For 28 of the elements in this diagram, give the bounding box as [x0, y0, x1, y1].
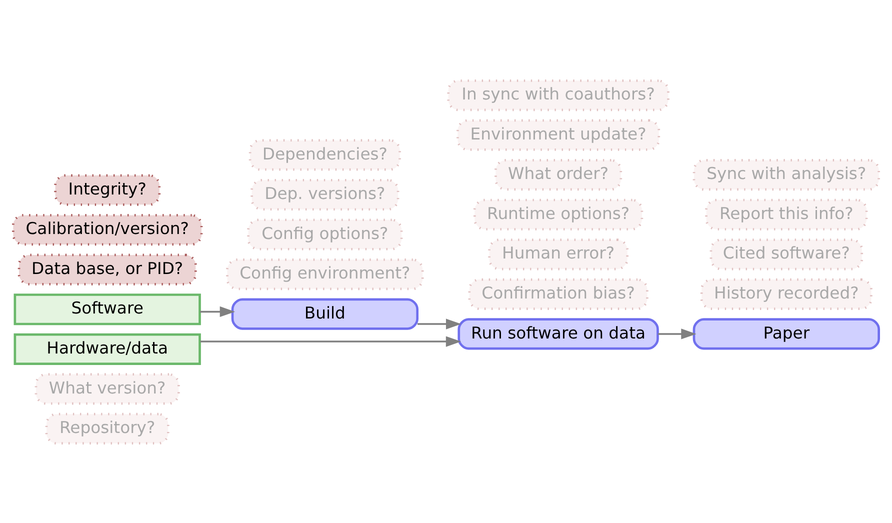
- node-box: Run software on data: [458, 318, 659, 350]
- node-box: What order?: [494, 158, 622, 190]
- node-box: Data base, or PID?: [18, 253, 197, 285]
- node-box: Confirmation bias?: [468, 278, 648, 310]
- node-box: Runtime options?: [474, 198, 644, 230]
- node-box: Environment update?: [456, 118, 660, 150]
- node-box: Paper: [692, 318, 880, 350]
- node-box: In sync with coauthors?: [447, 79, 670, 111]
- arrow: [200, 336, 462, 346]
- node-box: History recorded?: [700, 278, 872, 310]
- arrow: [658, 328, 696, 339]
- node-box: Repository?: [45, 412, 170, 444]
- node-box: Hardware/data: [14, 332, 201, 364]
- node-box: Config environment?: [226, 258, 424, 290]
- node-box: Dep. versions?: [250, 178, 400, 210]
- arrow: [418, 318, 462, 329]
- node-box: Report this info?: [705, 198, 868, 230]
- node-box: Integrity?: [54, 174, 161, 206]
- node-box: Dependencies?: [248, 138, 401, 170]
- node-box: Software: [14, 293, 201, 325]
- node-box: Calibration/version?: [12, 214, 203, 246]
- node-box: Cited software?: [710, 238, 864, 270]
- node-box: What version?: [34, 372, 180, 404]
- node-box: Build: [231, 298, 418, 330]
- node-box: Human error?: [488, 238, 628, 270]
- arrow: [200, 306, 236, 317]
- node-box: Sync with analysis?: [692, 158, 880, 190]
- node-box: Config options?: [247, 218, 403, 250]
